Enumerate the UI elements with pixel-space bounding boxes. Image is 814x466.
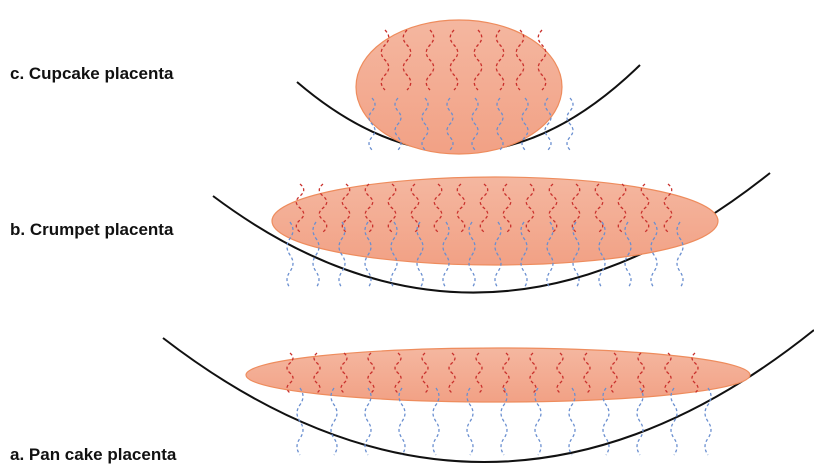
fetal-vessel (331, 388, 337, 455)
crumpet-placenta-group: b. Crumpet placenta (10, 173, 770, 293)
crumpet-placenta-disc (272, 177, 718, 265)
pancake-placenta-disc (246, 348, 750, 402)
fetal-vessel (705, 388, 711, 455)
cupcake-placenta-group: c. Cupcake placenta (10, 20, 640, 154)
fetal-vessel (567, 98, 573, 150)
cupcake-placenta-label: c. Cupcake placenta (10, 64, 174, 83)
pancake-placenta-label: a. Pan cake placenta (10, 445, 177, 464)
pancake-placenta-group: a. Pan cake placenta (10, 330, 814, 464)
cupcake-placenta-disc (356, 20, 562, 154)
fetal-vessel (671, 388, 677, 455)
crumpet-placenta-label: b. Crumpet placenta (10, 220, 174, 239)
